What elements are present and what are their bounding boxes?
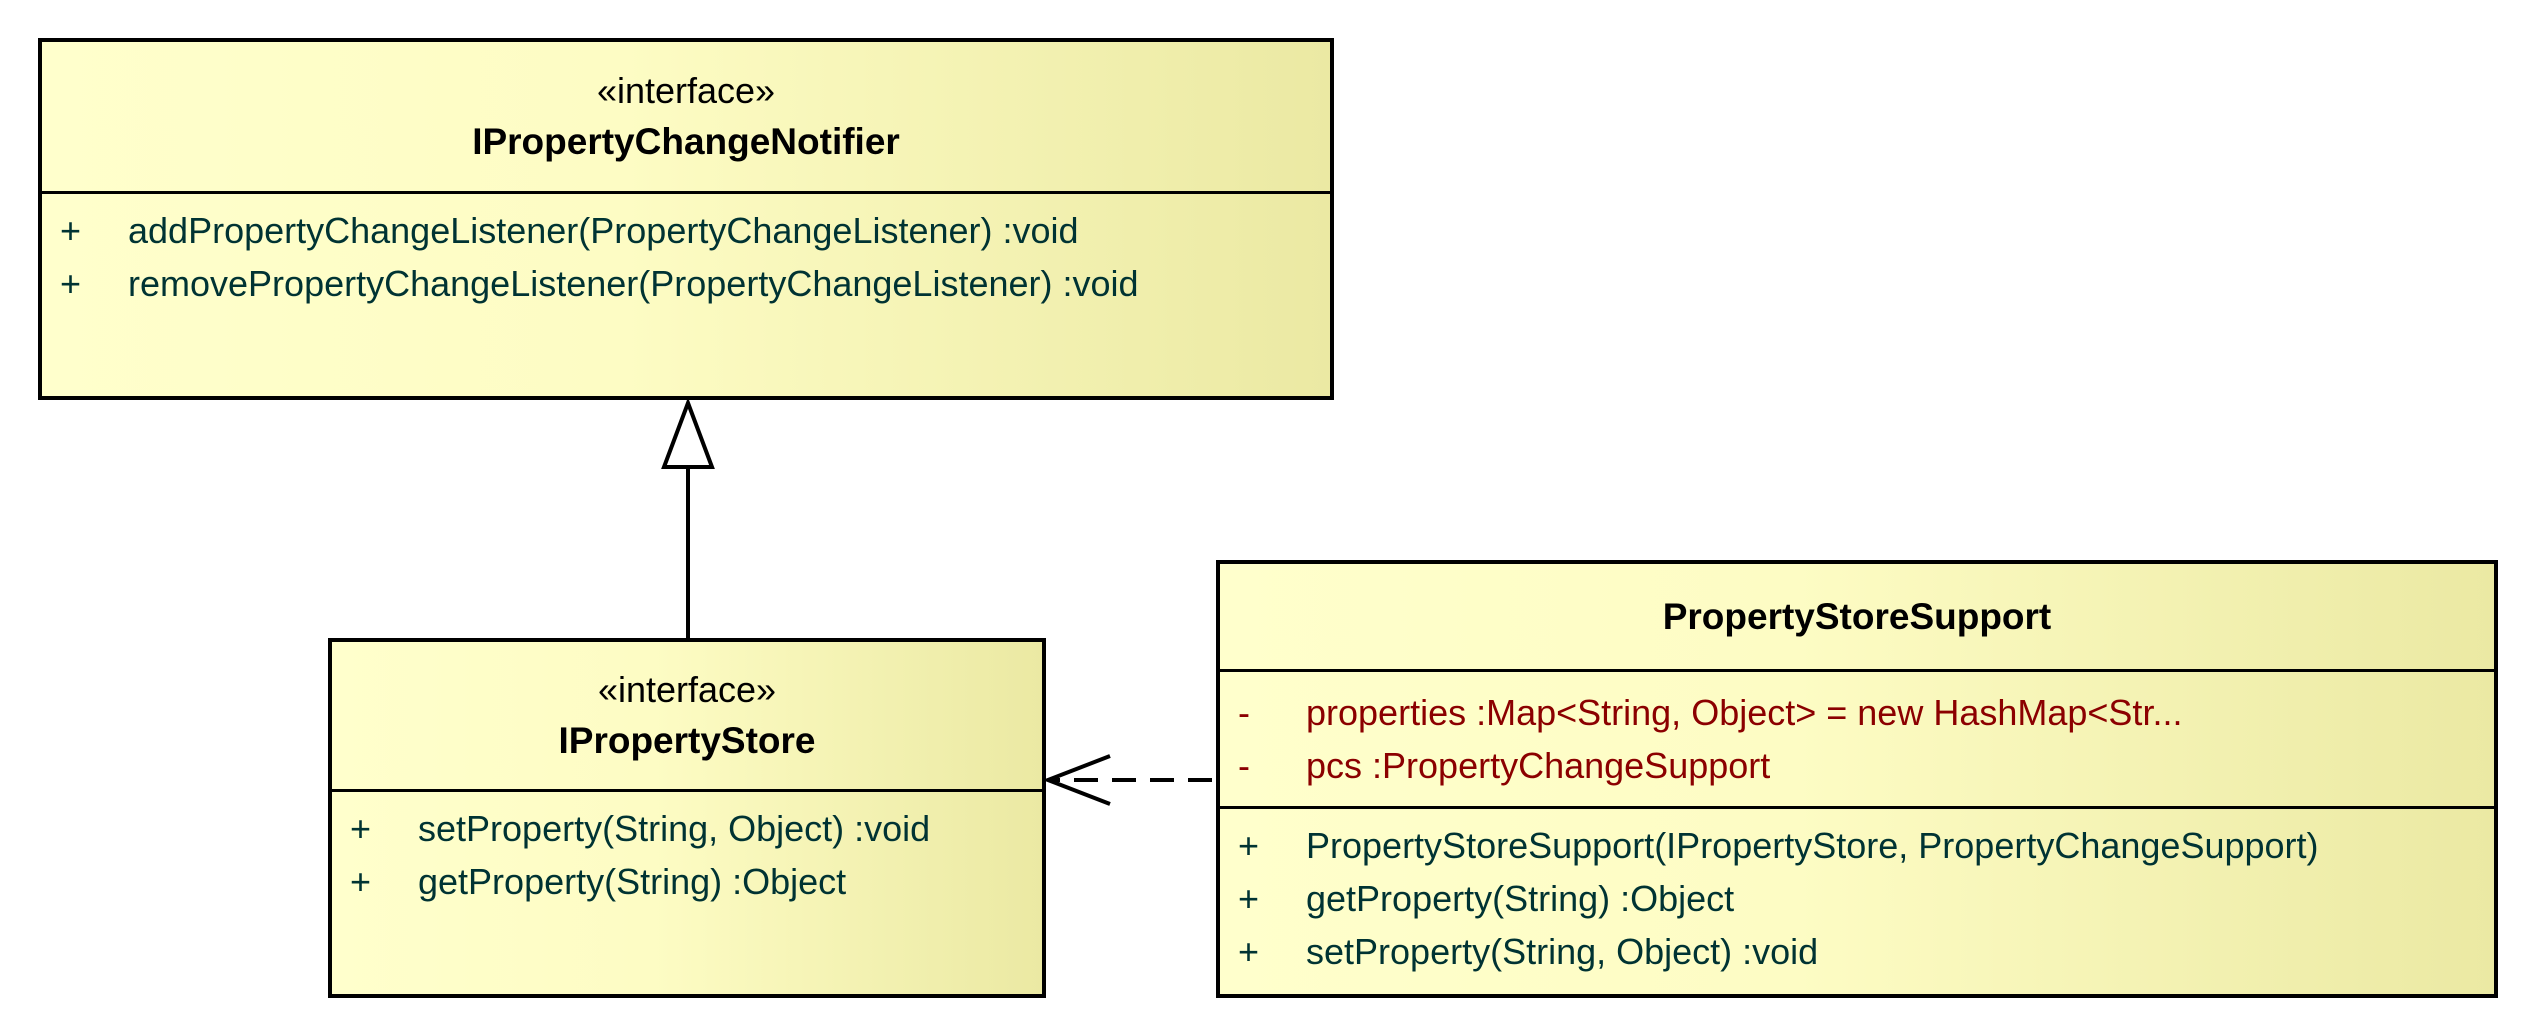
visibility-marker: + [60,210,82,251]
operation: + getProperty(String) :Object [1238,872,2494,925]
operation: + PropertyStoreSupport(IPropertyStore, P… [1238,819,2494,872]
visibility-marker: + [1238,825,1260,866]
operation-signature: getProperty(String) :Object [1306,878,1735,919]
operation-signature: getProperty(String) :Object [418,861,847,902]
operation-signature: addPropertyChangeListener(PropertyChange… [128,210,1079,251]
visibility-marker: + [350,808,372,849]
operation: + removePropertyChangeListener(PropertyC… [60,257,1330,310]
generalization-arrowhead [661,397,715,469]
stereotype-label: «interface» [596,69,776,111]
class-header: PropertyStoreSupport [1220,564,2494,672]
class-ipropertychangenotifier[interactable]: «interface» IPropertyChangeNotifier + ad… [38,38,1334,400]
operations-section: + addPropertyChangeListener(PropertyChan… [42,194,1330,310]
visibility-marker: + [60,263,82,304]
operation: + setProperty(String, Object) :void [350,802,1042,855]
visibility-marker: + [1238,878,1260,919]
operations-section: + setProperty(String, Object) :void + ge… [332,792,1042,908]
operation-signature: PropertyStoreSupport(IPropertyStore, Pro… [1306,825,2319,866]
attribute: - properties :Map<String, Object> = new … [1238,686,2494,739]
class-header: «interface» IPropertyStore [332,642,1042,792]
attribute-signature: pcs :PropertyChangeSupport [1306,745,1771,786]
operation: + setProperty(String, Object) :void [1238,925,2494,978]
visibility-marker: + [1238,931,1260,972]
attribute-signature: properties :Map<String, Object> = new Ha… [1306,692,2183,733]
operations-section: + PropertyStoreSupport(IPropertyStore, P… [1220,809,2494,978]
visibility-marker: - [1238,745,1250,786]
class-ipropertystore[interactable]: «interface» IPropertyStore + setProperty… [328,638,1046,998]
class-name: IPropertyChangeNotifier [472,120,900,162]
class-name: IPropertyStore [558,719,816,761]
operation-signature: setProperty(String, Object) :void [1306,931,1819,972]
operation-signature: setProperty(String, Object) :void [418,808,931,849]
stereotype-label: «interface» [597,668,777,710]
dependency-arrowhead [1042,754,1111,806]
attribute: - pcs :PropertyChangeSupport [1238,739,2494,792]
class-name: PropertyStoreSupport [1662,595,2052,637]
attributes-section: - properties :Map<String, Object> = new … [1220,672,2494,809]
class-header: «interface» IPropertyChangeNotifier [42,42,1330,194]
operation: + getProperty(String) :Object [350,855,1042,908]
operation: + addPropertyChangeListener(PropertyChan… [60,204,1330,257]
operation-signature: removePropertyChangeListener(PropertyCha… [128,263,1139,304]
visibility-marker: + [350,861,372,902]
visibility-marker: - [1238,692,1250,733]
class-propertystoresupport[interactable]: PropertyStoreSupport - properties :Map<S… [1216,560,2498,998]
